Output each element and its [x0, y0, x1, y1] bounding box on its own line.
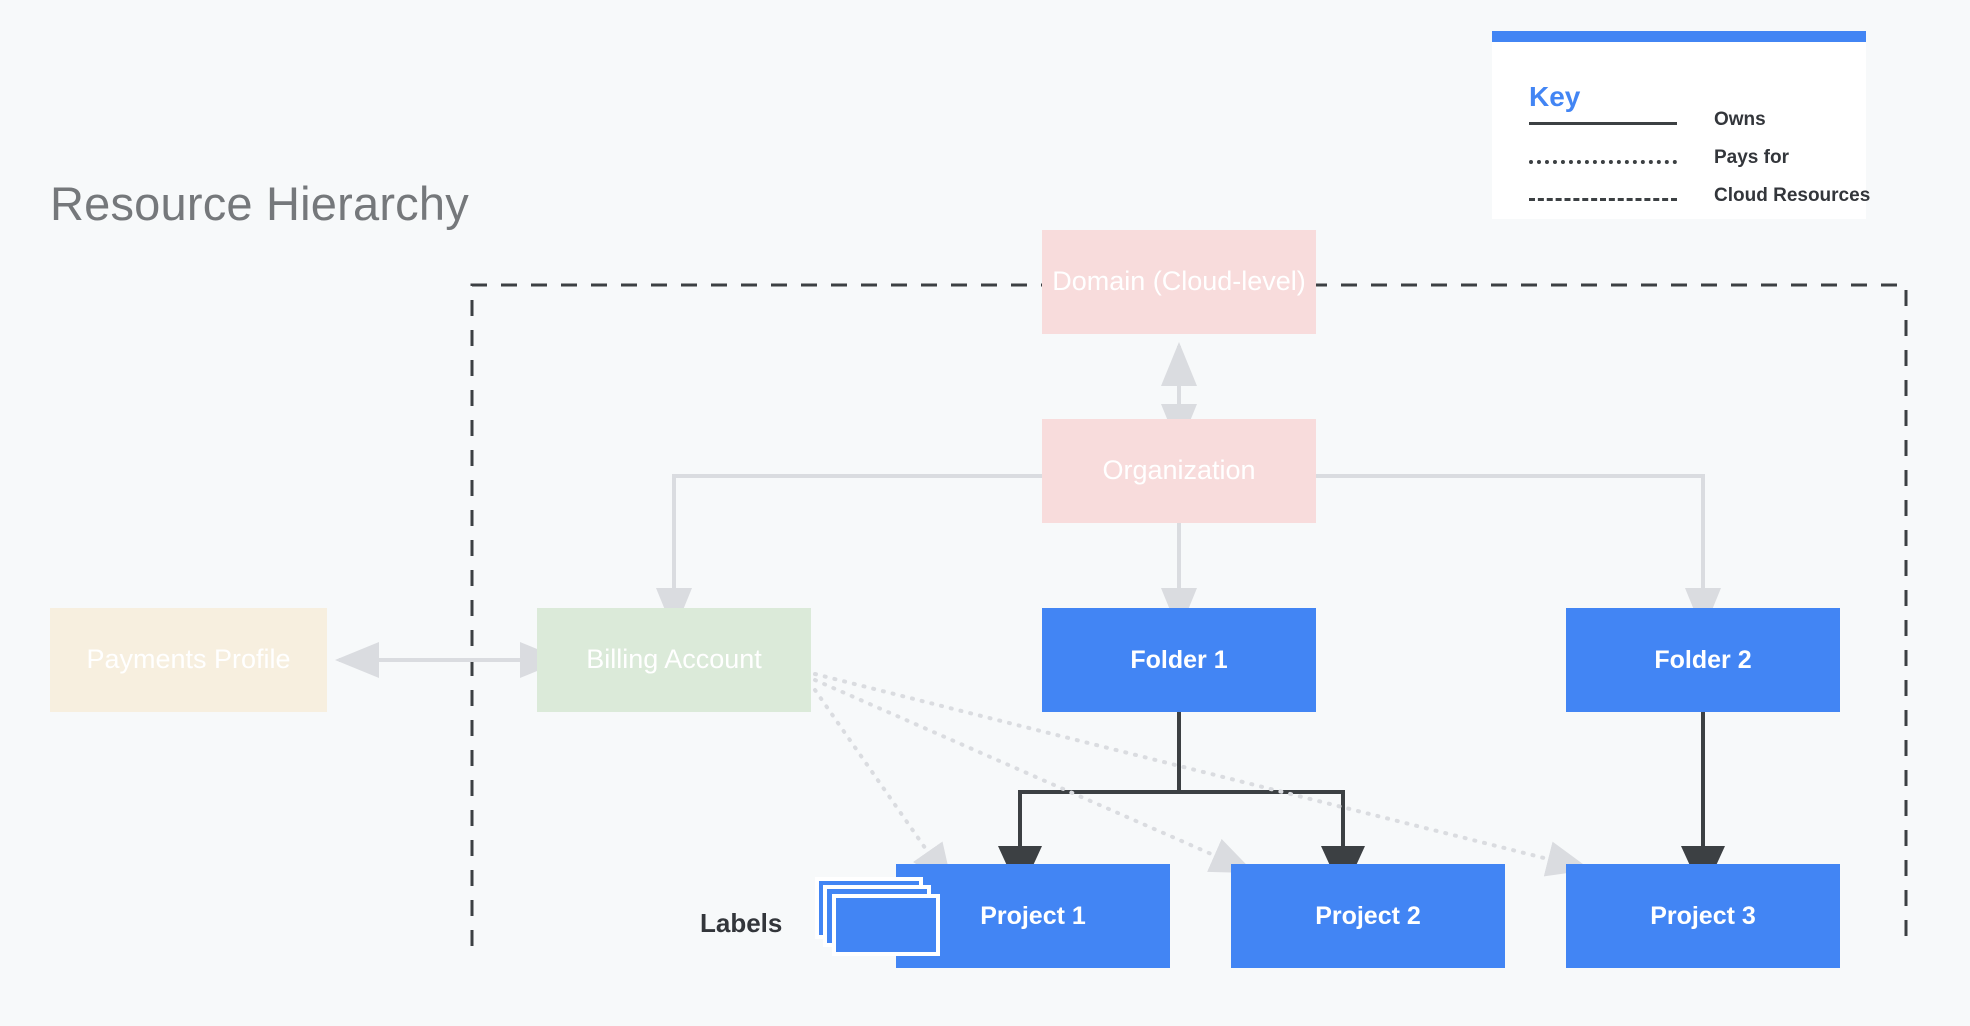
node-folder-2-label: Folder 2	[1654, 645, 1752, 674]
key-row-pays-for-label: Pays for	[1714, 147, 1789, 168]
solid-line-icon	[1529, 122, 1677, 125]
key-row-cloud-resources-label: Cloud Resources	[1714, 185, 1871, 206]
labels-caption: Labels	[700, 908, 783, 938]
node-project-2-label: Project 2	[1315, 901, 1421, 930]
node-organization[interactable]: Organization	[1042, 419, 1316, 523]
key-row-owns-label: Owns	[1714, 109, 1766, 130]
node-folder-1[interactable]: Folder 1	[1042, 608, 1316, 712]
edge-organization-billing-account	[656, 474, 1042, 632]
node-folder-1-label: Folder 1	[1130, 645, 1228, 674]
node-project-1-label: Project 1	[980, 901, 1086, 930]
stacked-cards-icon	[815, 877, 945, 956]
key-row-owns: Owns	[1529, 109, 1849, 136]
node-project-1[interactable]: Project 1	[896, 864, 1170, 968]
key-row-pays-for: Pays for	[1529, 147, 1849, 174]
node-billing-account[interactable]: Billing Account	[537, 608, 811, 712]
stacked-card-front	[832, 894, 940, 956]
key-row-cloud-resources: Cloud Resources	[1529, 185, 1870, 212]
page-title: Resource Hierarchy	[50, 177, 469, 230]
node-project-3-label: Project 3	[1650, 901, 1756, 930]
node-billing-account-label: Billing Account	[586, 644, 762, 675]
edge-billing-account-project-1	[813, 688, 953, 888]
key-title: Key	[1529, 81, 1581, 112]
node-payments-profile-label: Payments Profile	[86, 644, 291, 675]
edge-organization-folder-2	[1316, 474, 1721, 632]
key-legend: Key Owns Pays for Cloud Resources	[1492, 31, 1870, 219]
edge-folder-1-projects	[998, 712, 1365, 894]
node-folder-2[interactable]: Folder 2	[1566, 608, 1840, 712]
node-domain-label: Domain (Cloud-level)	[1052, 266, 1306, 297]
dashed-line-icon	[1529, 198, 1677, 201]
node-project-3[interactable]: Project 3	[1566, 864, 1840, 968]
node-domain[interactable]: Domain (Cloud-level)	[1042, 230, 1316, 334]
dotted-line-icon	[1529, 160, 1677, 164]
node-organization-label: Organization	[1102, 455, 1256, 486]
node-project-2[interactable]: Project 2	[1231, 864, 1505, 968]
node-payments-profile[interactable]: Payments Profile	[50, 608, 327, 712]
